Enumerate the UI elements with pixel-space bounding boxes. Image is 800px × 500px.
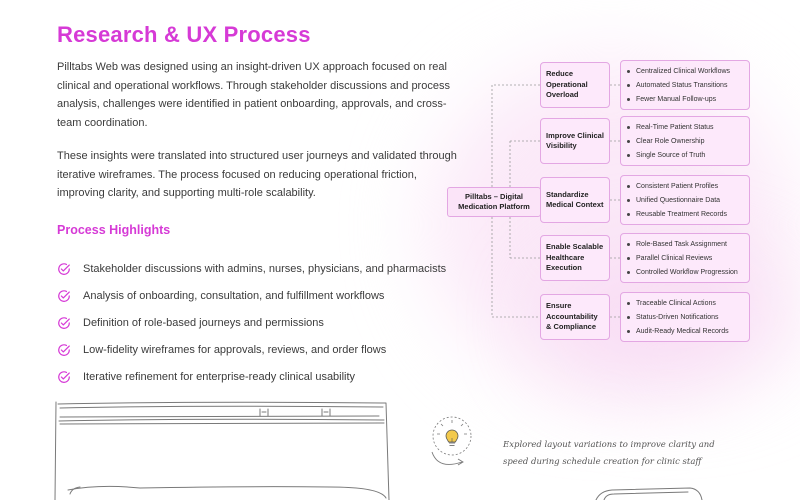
highlight-item: Low-fidelity wireframes for approvals, r… xyxy=(57,336,446,363)
bullet-icon xyxy=(627,139,630,143)
leaf-item: Traceable Clinical Actions xyxy=(636,299,716,307)
leaf-item: Status-Driven Notifications xyxy=(636,313,719,321)
bullet-icon xyxy=(627,212,630,216)
branch-reduce-overload: Reduce Operational Overload xyxy=(540,62,610,108)
branch-medical-context: Standardize Medical Context xyxy=(540,177,610,223)
bullet-icon xyxy=(627,184,630,188)
sketch-note: Explored layout variations to improve cl… xyxy=(503,440,715,467)
bullet-icon xyxy=(627,301,630,305)
check-circle-icon xyxy=(58,316,70,329)
check-circle-icon xyxy=(58,262,70,275)
section-title: Research & UX Process xyxy=(57,22,311,47)
bullet-icon xyxy=(627,329,630,333)
highlight-item: Analysis of onboarding, consultation, an… xyxy=(57,282,446,309)
highlight-text: Analysis of onboarding, consultation, an… xyxy=(83,289,385,302)
leaf-item: Fewer Manual Follow-ups xyxy=(636,95,717,103)
bullet-icon xyxy=(627,97,630,101)
highlights-list: Stakeholder discussions with admins, nur… xyxy=(57,255,446,390)
lightbulb-icon xyxy=(432,416,472,456)
highlight-item: Stakeholder discussions with admins, nur… xyxy=(57,255,446,282)
sketch-card-corner xyxy=(595,487,703,500)
branch-leaves: Centralized Clinical Workflows Automated… xyxy=(620,60,750,110)
leaf-item: Role-Based Task Assignment xyxy=(636,240,727,248)
check-circle-icon xyxy=(58,289,70,302)
highlight-item: Definition of role-based journeys and pe… xyxy=(57,309,446,336)
leaf-item: Clear Role Ownership xyxy=(636,137,705,145)
check-circle-icon xyxy=(58,343,70,356)
leaf-item: Automated Status Transitions xyxy=(636,81,728,89)
insights-paragraph: These insights were translated into stru… xyxy=(57,150,457,199)
bullet-icon xyxy=(627,198,630,202)
leaf-item: Controlled Workflow Progression xyxy=(636,268,738,276)
leaf-item: Audit-Ready Medical Records xyxy=(636,327,729,335)
highlight-text: Stakeholder discussions with admins, nur… xyxy=(83,262,447,275)
highlight-text: Iterative refinement for enterprise-read… xyxy=(83,370,356,383)
highlight-item: Iterative refinement for enterprise-read… xyxy=(57,363,446,390)
leaf-item: Unified Questionnaire Data xyxy=(636,196,721,204)
highlight-text: Low-fidelity wireframes for approvals, r… xyxy=(83,343,387,356)
branch-leaves: Traceable Clinical Actions Status-Driven… xyxy=(620,292,750,342)
bullet-icon xyxy=(627,256,630,260)
branch-leaves: Consistent Patient Profiles Unified Ques… xyxy=(620,175,750,225)
leaf-item: Real-Time Patient Status xyxy=(636,123,714,131)
leaf-item: Reusable Treatment Records xyxy=(636,210,728,218)
branch-leaves: Real-Time Patient Status Clear Role Owne… xyxy=(620,116,750,166)
branch-scalable-execution: Enable Scalable Healthcare Execution xyxy=(540,235,610,281)
leaf-item: Centralized Clinical Workflows xyxy=(636,67,731,75)
check-circle-icon xyxy=(58,370,70,383)
mindmap-root: Pilltabs – Digital Medication Platform xyxy=(447,187,541,217)
bullet-icon xyxy=(627,315,630,319)
highlight-text: Definition of role-based journeys and pe… xyxy=(83,316,324,329)
branch-leaves: Role-Based Task Assignment Parallel Clin… xyxy=(620,233,750,283)
intro-paragraph: Pilltabs Web was designed using an insig… xyxy=(57,61,450,129)
sketch-window-frame xyxy=(57,401,390,500)
curved-arrow xyxy=(431,451,463,465)
branch-clinical-visibility: Improve Clinical Visibility xyxy=(540,118,610,164)
bullet-icon xyxy=(627,242,630,246)
branch-accountability: Ensure Accountability & Compliance xyxy=(540,294,610,340)
bullet-icon xyxy=(627,83,630,87)
highlights-title: Process Highlights xyxy=(57,223,171,237)
leaf-item: Consistent Patient Profiles xyxy=(636,182,719,190)
bullet-icon xyxy=(627,69,630,73)
bullet-icon xyxy=(627,270,630,274)
leaf-item: Parallel Clinical Reviews xyxy=(636,254,713,262)
bullet-icon xyxy=(627,153,630,157)
leaf-item: Single Source of Truth xyxy=(636,151,706,159)
bullet-icon xyxy=(627,125,630,129)
